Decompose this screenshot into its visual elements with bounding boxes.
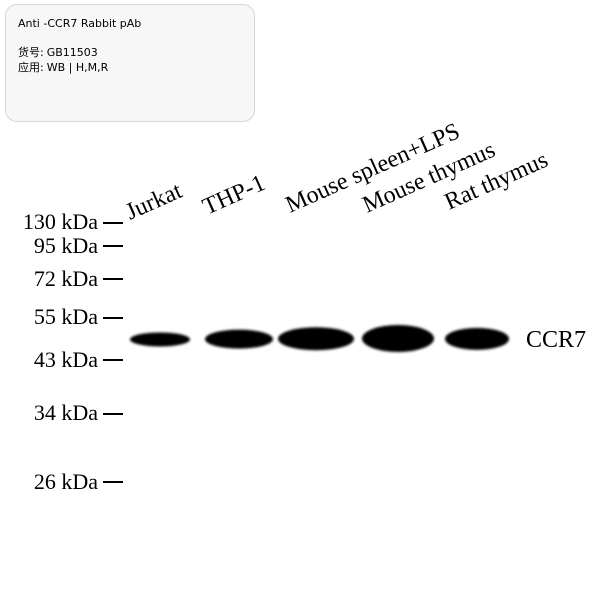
application-label: 应用:: [18, 61, 44, 74]
band-lane-3: [278, 327, 354, 351]
marker-label-130: 130 kDa: [23, 209, 98, 234]
marker-label-55: 55 kDa: [34, 304, 98, 329]
application-value: WB | H,M,R: [46, 61, 109, 74]
product-info-card: Anti -CCR7 Rabbit pAb 货号:GB11503 应用:WB |…: [5, 4, 255, 122]
catalog-label: 货号:: [18, 46, 44, 59]
lane-labels: Jurkat THP-1 Mouse spleen+LPS Mouse thym…: [122, 118, 552, 225]
marker-label-26: 26 kDa: [34, 469, 98, 494]
band-lane-1: [130, 332, 190, 347]
marker-label-95: 95 kDa: [34, 233, 98, 258]
marker-label-72: 72 kDa: [34, 266, 98, 291]
catalog-number-row: 货号:GB11503: [18, 45, 242, 60]
lane-label-1: Jurkat: [122, 178, 186, 226]
application-row: 应用:WB | H,M,R: [18, 60, 242, 75]
marker-label-43: 43 kDa: [34, 347, 98, 372]
marker-label-34: 34 kDa: [34, 400, 98, 425]
catalog-value: GB11503: [46, 46, 98, 59]
lane-label-2: THP-1: [199, 170, 269, 220]
product-title: Anti -CCR7 Rabbit pAb: [18, 17, 142, 30]
protein-bands: [130, 325, 509, 352]
band-lane-2: [205, 329, 273, 349]
band-label-ccr7: CCR7: [526, 327, 586, 353]
marker-ladder: 130 kDa 95 kDa 72 kDa 55 kDa 43 kDa 34 k…: [23, 209, 123, 494]
band-lane-4: [362, 325, 434, 352]
band-lane-5: [445, 327, 509, 350]
